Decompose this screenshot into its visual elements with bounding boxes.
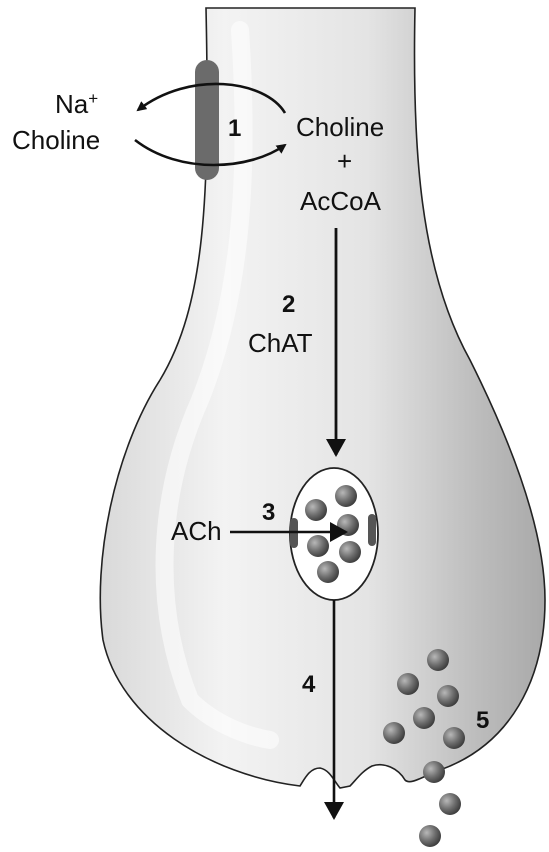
ach-molecule [423,761,445,783]
vesicle-transporter-right [368,514,376,546]
sodium-label: Na+ [55,89,98,119]
choline-outside-label: Choline [12,125,100,155]
plus-label: + [337,146,352,176]
step-5-label: 5 [476,707,489,734]
chat-label: ChAT [248,328,313,358]
ach-molecule [439,793,461,815]
choline-inside-label: Choline [296,112,384,142]
choline-transporter [195,60,219,180]
ach-molecule [397,673,419,695]
ach-molecule [307,535,329,557]
ach-molecule [383,722,405,744]
ach-molecule [339,541,361,563]
ach-label: ACh [171,516,222,546]
ach-molecule [419,825,441,847]
ach-molecule [413,707,435,729]
ach-molecule [335,485,357,507]
step-2-label: 2 [282,291,295,318]
ach-molecule [443,727,465,749]
ach-molecule [427,649,449,671]
step-3-label: 3 [262,499,275,526]
accoa-label: AcCoA [300,186,382,216]
ach-molecule [437,685,459,707]
step-1-label: 1 [228,115,241,142]
ach-molecule [305,499,327,521]
ach-molecule [317,561,339,583]
step-4-label: 4 [302,671,316,698]
